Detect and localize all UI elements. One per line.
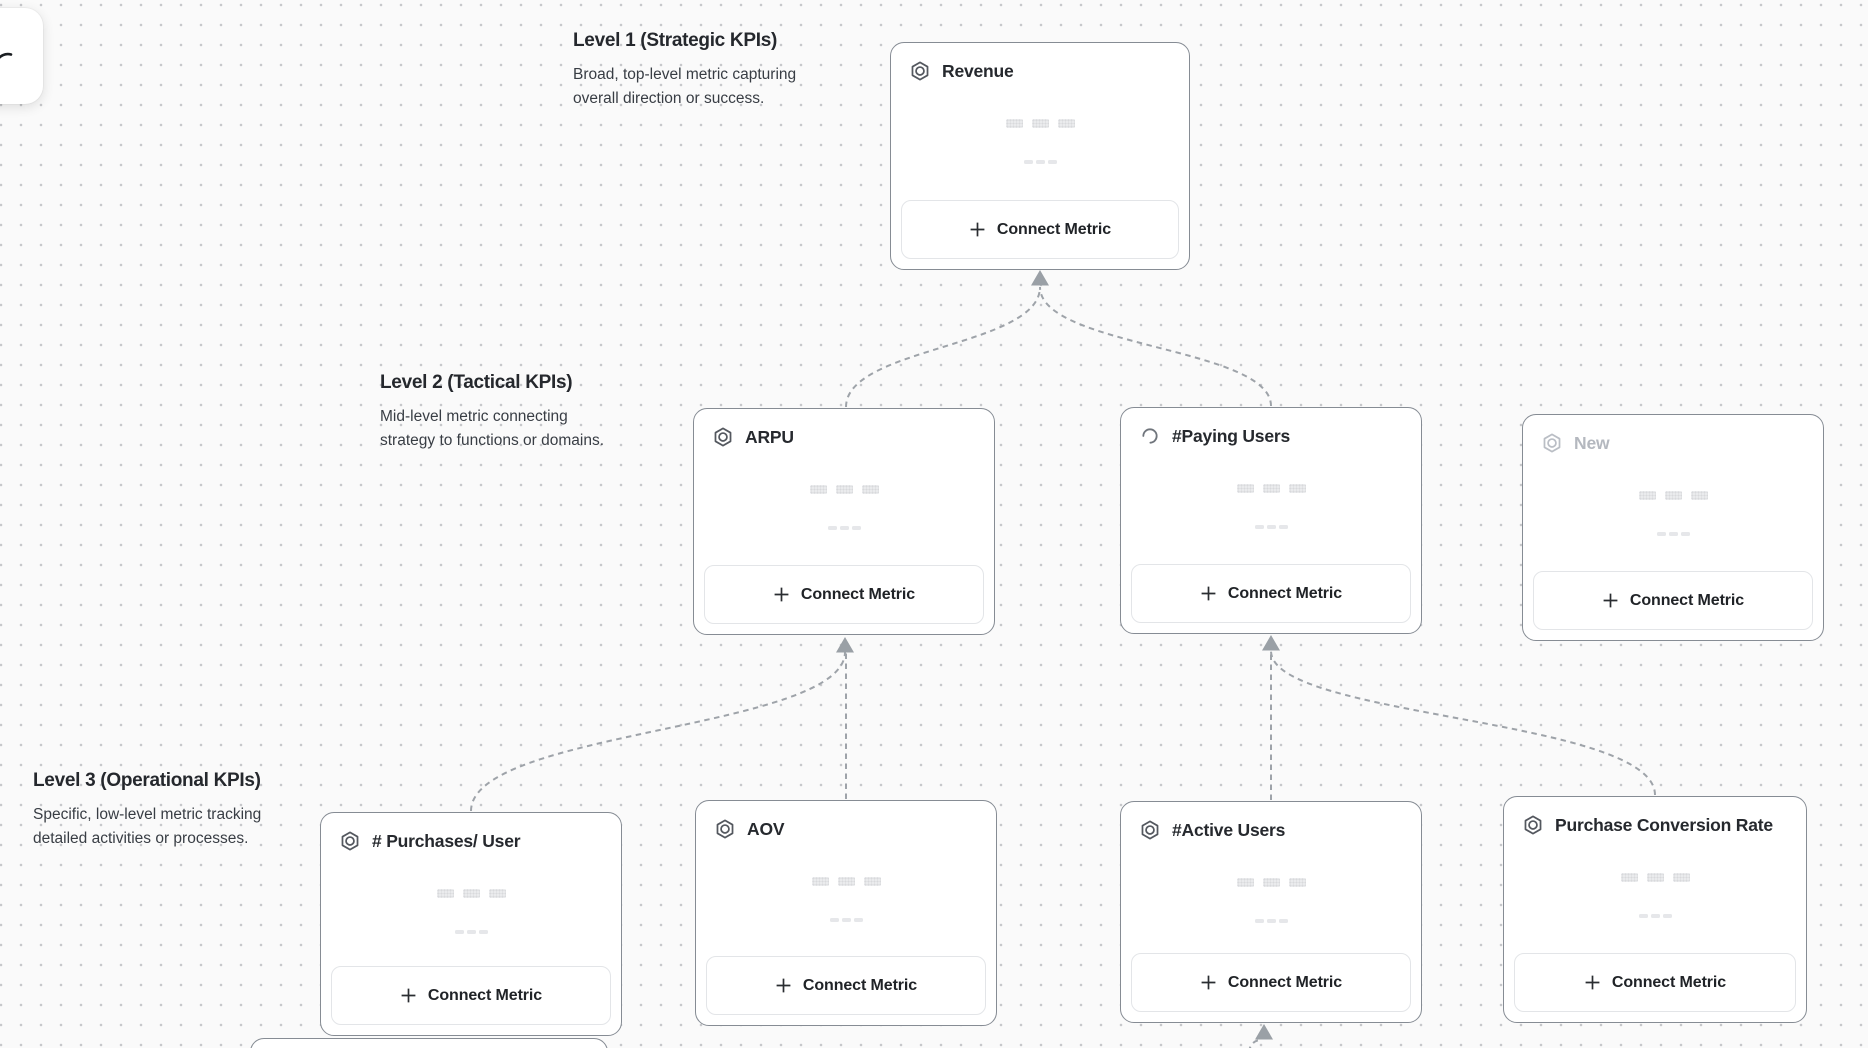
plus-icon	[1201, 975, 1216, 990]
card-title: New	[1574, 432, 1610, 453]
card-title: #Paying Users	[1172, 425, 1291, 446]
skeleton-dashes	[891, 160, 1189, 164]
skeleton-bars	[1121, 878, 1421, 887]
metric-hexagon-icon	[339, 830, 361, 852]
connect-metric-button[interactable]: Connect Metric	[706, 956, 986, 1015]
card-header: Revenue	[891, 43, 1189, 82]
metric-hexagon-icon	[712, 426, 734, 448]
connect-metric-button[interactable]: Connect Metric	[1131, 953, 1411, 1012]
connect-metric-button[interactable]: Connect Metric	[1533, 571, 1813, 630]
metric-node-purchase-conversion-rate[interactable]: Purchase Conversion Rate Connect Metric	[1503, 796, 1807, 1023]
card-title: #Active Users	[1172, 819, 1286, 840]
skeleton-dashes	[1121, 919, 1421, 923]
metric-hexagon-icon	[909, 60, 931, 82]
level-1-description: Broad, top-level metric capturing overal…	[573, 66, 797, 107]
metric-node-partial[interactable]	[250, 1038, 608, 1048]
edge-paying-users-to-revenue	[1039, 286, 1272, 407]
level-3-description: Specific, low-level metric tracking deta…	[33, 806, 262, 847]
floating-toolbar-button[interactable]	[0, 8, 43, 104]
card-header: # Purchases/ User	[321, 813, 621, 852]
plus-icon	[1201, 586, 1216, 601]
connect-metric-label: Connect Metric	[1227, 973, 1343, 991]
edge-arrowhead	[1031, 270, 1049, 286]
connect-metric-button[interactable]: Connect Metric	[1131, 564, 1411, 623]
connect-metric-button[interactable]: Connect Metric	[1514, 953, 1796, 1012]
connect-metric-label: Connect Metric	[427, 986, 543, 1004]
skeleton-dashes	[1504, 914, 1806, 918]
metric-hexagon-icon	[714, 818, 736, 840]
card-header: ARPU	[694, 409, 994, 448]
skeleton-bars	[1523, 491, 1823, 500]
skeleton-dashes	[321, 930, 621, 934]
skeleton-bars	[321, 889, 621, 898]
card-header: New	[1523, 415, 1823, 454]
edge-arrowhead	[1262, 635, 1280, 651]
card-header: AOV	[696, 801, 996, 840]
card-header: #Active Users	[1121, 802, 1421, 841]
plus-icon	[1603, 593, 1618, 608]
edge-arpu-to-revenue	[845, 286, 1041, 408]
connect-metric-label: Connect Metric	[1227, 584, 1343, 602]
level-3-title: Level 3 (Operational KPIs)	[33, 770, 261, 791]
connect-metric-label: Connect Metric	[1611, 973, 1727, 991]
plus-icon	[401, 988, 416, 1003]
skeleton-bars	[1121, 484, 1421, 493]
edge-arrowhead	[836, 637, 854, 653]
skeleton-dashes	[1523, 532, 1823, 536]
skeleton-bars	[696, 877, 996, 886]
metric-node-purchases-per-user[interactable]: # Purchases/ User Connect Metric	[320, 812, 622, 1036]
metric-node-active-users[interactable]: #Active Users Connect Metric	[1120, 801, 1422, 1023]
card-title: ARPU	[745, 426, 794, 447]
card-header: Purchase Conversion Rate	[1504, 797, 1806, 836]
metric-hexagon-icon	[1139, 819, 1161, 841]
metric-node-arpu[interactable]: ARPU Connect Metric	[693, 408, 995, 635]
plus-icon	[776, 978, 791, 993]
connect-metric-label: Connect Metric	[1629, 591, 1745, 609]
plus-icon	[970, 222, 985, 237]
loading-spinner-icon	[1139, 425, 1161, 447]
edge-purchases-per-user-to-arpu	[470, 651, 846, 812]
card-title: AOV	[747, 818, 785, 839]
level-2-header: Level 2 (Tactical KPIs) Mid-level metric…	[380, 370, 604, 453]
metric-hexagon-icon	[1522, 814, 1544, 836]
level-2-title: Level 2 (Tactical KPIs)	[380, 372, 573, 393]
skeleton-bars	[891, 119, 1189, 128]
metric-hexagon-icon	[1541, 432, 1563, 454]
metric-node-paying-users[interactable]: #Paying Users Connect Metric	[1120, 407, 1422, 634]
skeleton-dashes	[694, 526, 994, 530]
cursor-arrow-icon	[0, 52, 13, 59]
card-title: # Purchases/ User	[372, 830, 521, 851]
skeleton-bars	[694, 485, 994, 494]
connect-metric-label: Connect Metric	[800, 585, 916, 603]
connect-metric-label: Connect Metric	[996, 220, 1112, 238]
card-title: Revenue	[942, 60, 1014, 81]
connect-metric-label: Connect Metric	[802, 976, 918, 994]
card-title: Purchase Conversion Rate	[1555, 814, 1773, 835]
plus-icon	[1585, 975, 1600, 990]
card-header: #Paying Users	[1121, 408, 1421, 447]
level-1-title: Level 1 (Strategic KPIs)	[573, 30, 777, 51]
skeleton-dashes	[1121, 525, 1421, 529]
connect-metric-button[interactable]: Connect Metric	[901, 200, 1179, 259]
edge-purchase-conversion-rate-to-paying-users	[1270, 650, 1656, 796]
connect-metric-button[interactable]: Connect Metric	[331, 966, 611, 1025]
connect-metric-button[interactable]: Connect Metric	[704, 565, 984, 624]
metric-node-new[interactable]: New Connect Metric	[1522, 414, 1824, 641]
level-2-description: Mid-level metric connecting strategy to …	[380, 408, 605, 449]
skeleton-bars	[1504, 873, 1806, 882]
edge-offscreen-node-to-active-users	[1248, 1039, 1262, 1048]
plus-icon	[774, 587, 789, 602]
edge-arrowhead	[1255, 1024, 1273, 1040]
metric-node-revenue[interactable]: Revenue Connect Metric	[890, 42, 1190, 270]
skeleton-dashes	[696, 918, 996, 922]
metric-node-aov[interactable]: AOV Connect Metric	[695, 800, 997, 1026]
level-1-header: Level 1 (Strategic KPIs) Broad, top-leve…	[573, 28, 796, 111]
level-3-header: Level 3 (Operational KPIs) Specific, low…	[33, 768, 261, 851]
